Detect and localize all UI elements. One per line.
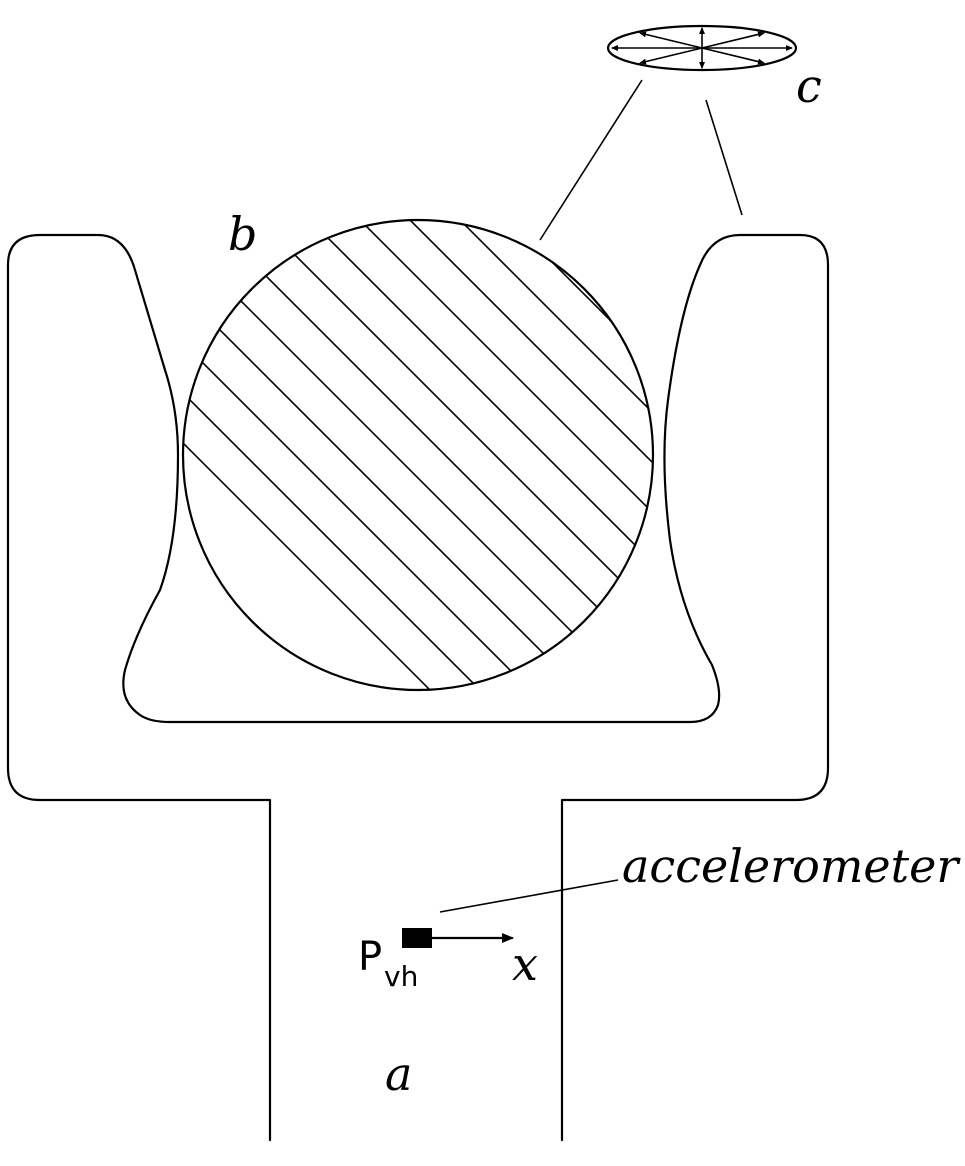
inset-ellipse bbox=[606, 24, 798, 72]
label-p-subscript: vh bbox=[384, 960, 418, 993]
label-x: x bbox=[512, 937, 538, 991]
holder-outline bbox=[6, 233, 830, 1142]
inset-leader-left bbox=[539, 79, 643, 241]
label-b: b bbox=[228, 207, 257, 261]
label-p: P bbox=[358, 934, 382, 980]
label-accelerometer: accelerometer bbox=[622, 839, 961, 893]
accelerometer-leader bbox=[439, 879, 619, 913]
ball bbox=[181, 218, 655, 692]
ball-hatching bbox=[183, 220, 653, 690]
inset-leader-right bbox=[705, 99, 743, 216]
accelerometer-marker bbox=[402, 928, 432, 948]
label-a: a bbox=[385, 1047, 412, 1101]
label-c: c bbox=[796, 59, 822, 113]
